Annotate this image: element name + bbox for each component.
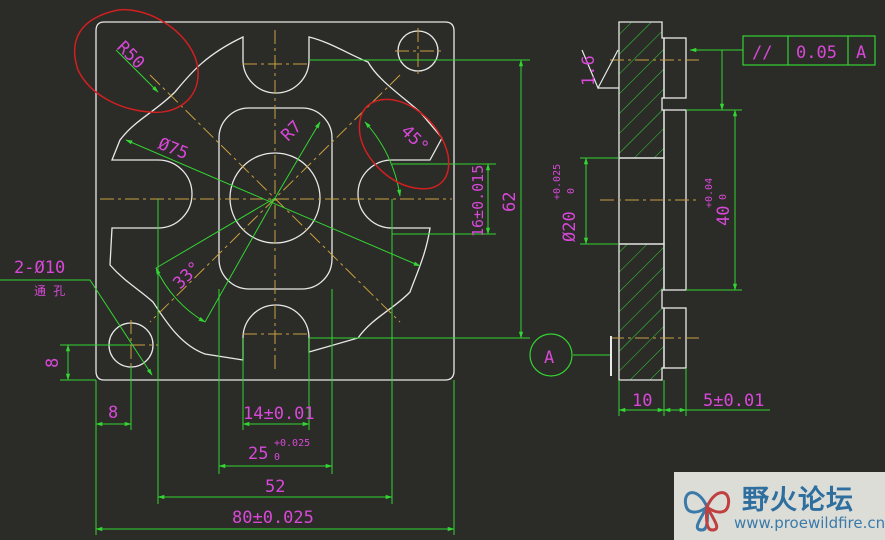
label-r50: R50 [112,37,148,73]
side-boss-top [663,37,687,99]
label-holes: 2-Ø10 [14,258,65,278]
label-dim25-tol-low: 0 [274,452,280,463]
plate-outline [95,21,455,381]
label-dim80: 80±0.025 [232,508,314,528]
label-dim10: 10 [632,391,652,411]
label-angle33: 33° [169,258,205,294]
butterfly-logo-icon [683,491,731,532]
label-d20-tol-low: 0 [566,188,577,194]
label-flatness-symbol: // [752,43,772,63]
label-flatness-datum: A [856,43,866,63]
flatness-frame [742,35,876,66]
label-dim8-vertical: 8 [43,358,63,368]
red-markup [73,8,450,190]
label-dim40: 40 [714,206,734,226]
label-dim40-tol-low: 0 [718,194,729,200]
label-dim8-horizontal: 8 [108,403,118,423]
side-bore [618,157,665,245]
label-dim25: 25 [248,444,268,464]
side-body-hatched-lower [618,243,665,381]
watermark: 野火论坛 www.proewildfire.cn [674,472,885,540]
label-holes-note: 通 孔 [34,284,65,298]
front-view: R50 Ø75 R7 45° 33° 2-Ø10 通 孔 8 8 14±0.01… [0,8,530,535]
label-dim62: 62 [500,192,520,212]
label-flatness-value: 0.05 [796,43,837,63]
label-d20-tol: +0.025 [552,164,563,200]
watermark-url: www.proewildfire.cn [734,514,885,532]
label-dim16: 16±0.015 [469,165,487,237]
label-dim52: 52 [265,477,285,497]
side-body-hatched [618,21,665,159]
label-dim40-tol: +0.04 [704,178,715,208]
label-r7: R7 [277,117,306,146]
watermark-title: 野火论坛 [742,485,854,516]
roughness-symbol [581,49,619,90]
label-dim14: 14±0.01 [243,404,315,424]
datum-circle [529,333,573,377]
label-angle45: 45° [396,121,432,157]
label-dim5: 5±0.01 [703,391,764,411]
dimension-lines [0,49,530,535]
label-dim25-tol: +0.025 [274,438,310,449]
label-roughness: 1.6 [579,55,599,86]
side-view: 1.6 // 0.05 A A Ø20 +0.025 0 40 +0.04 0 … [529,21,876,416]
label-datum: A [544,348,554,368]
centerlines [100,28,452,372]
label-d20: Ø20 [560,211,580,242]
